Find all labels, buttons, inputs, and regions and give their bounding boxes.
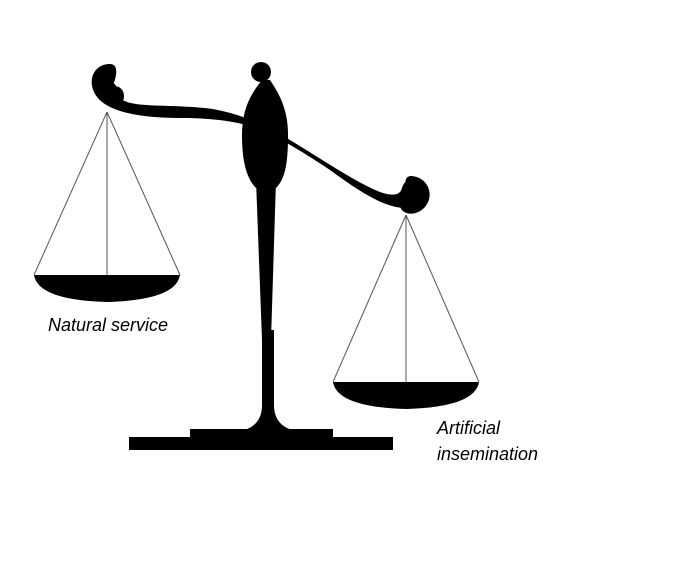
scale-base-step [190, 429, 333, 439]
scale-pillar-foot [233, 330, 304, 432]
scale-pillar-head [242, 80, 288, 188]
scale-beam [94, 77, 426, 208]
scale-pillar [256, 180, 276, 360]
left-pan [34, 275, 180, 302]
scale-beam-left-curl [91, 64, 124, 107]
scale-finial [251, 62, 271, 82]
right-pan-strings [332, 214, 480, 384]
label-artificial-insemination: Artificial insemination [437, 415, 538, 467]
right-pan [333, 382, 479, 409]
label-natural-service: Natural service [48, 315, 169, 335]
scale-base [129, 437, 393, 450]
label-artificial-insemination-line1: Artificial [437, 418, 501, 438]
scale-beam-right-curl [399, 176, 430, 214]
label-artificial-insemination-line2: insemination [437, 444, 539, 464]
left-pan-strings [33, 111, 181, 278]
